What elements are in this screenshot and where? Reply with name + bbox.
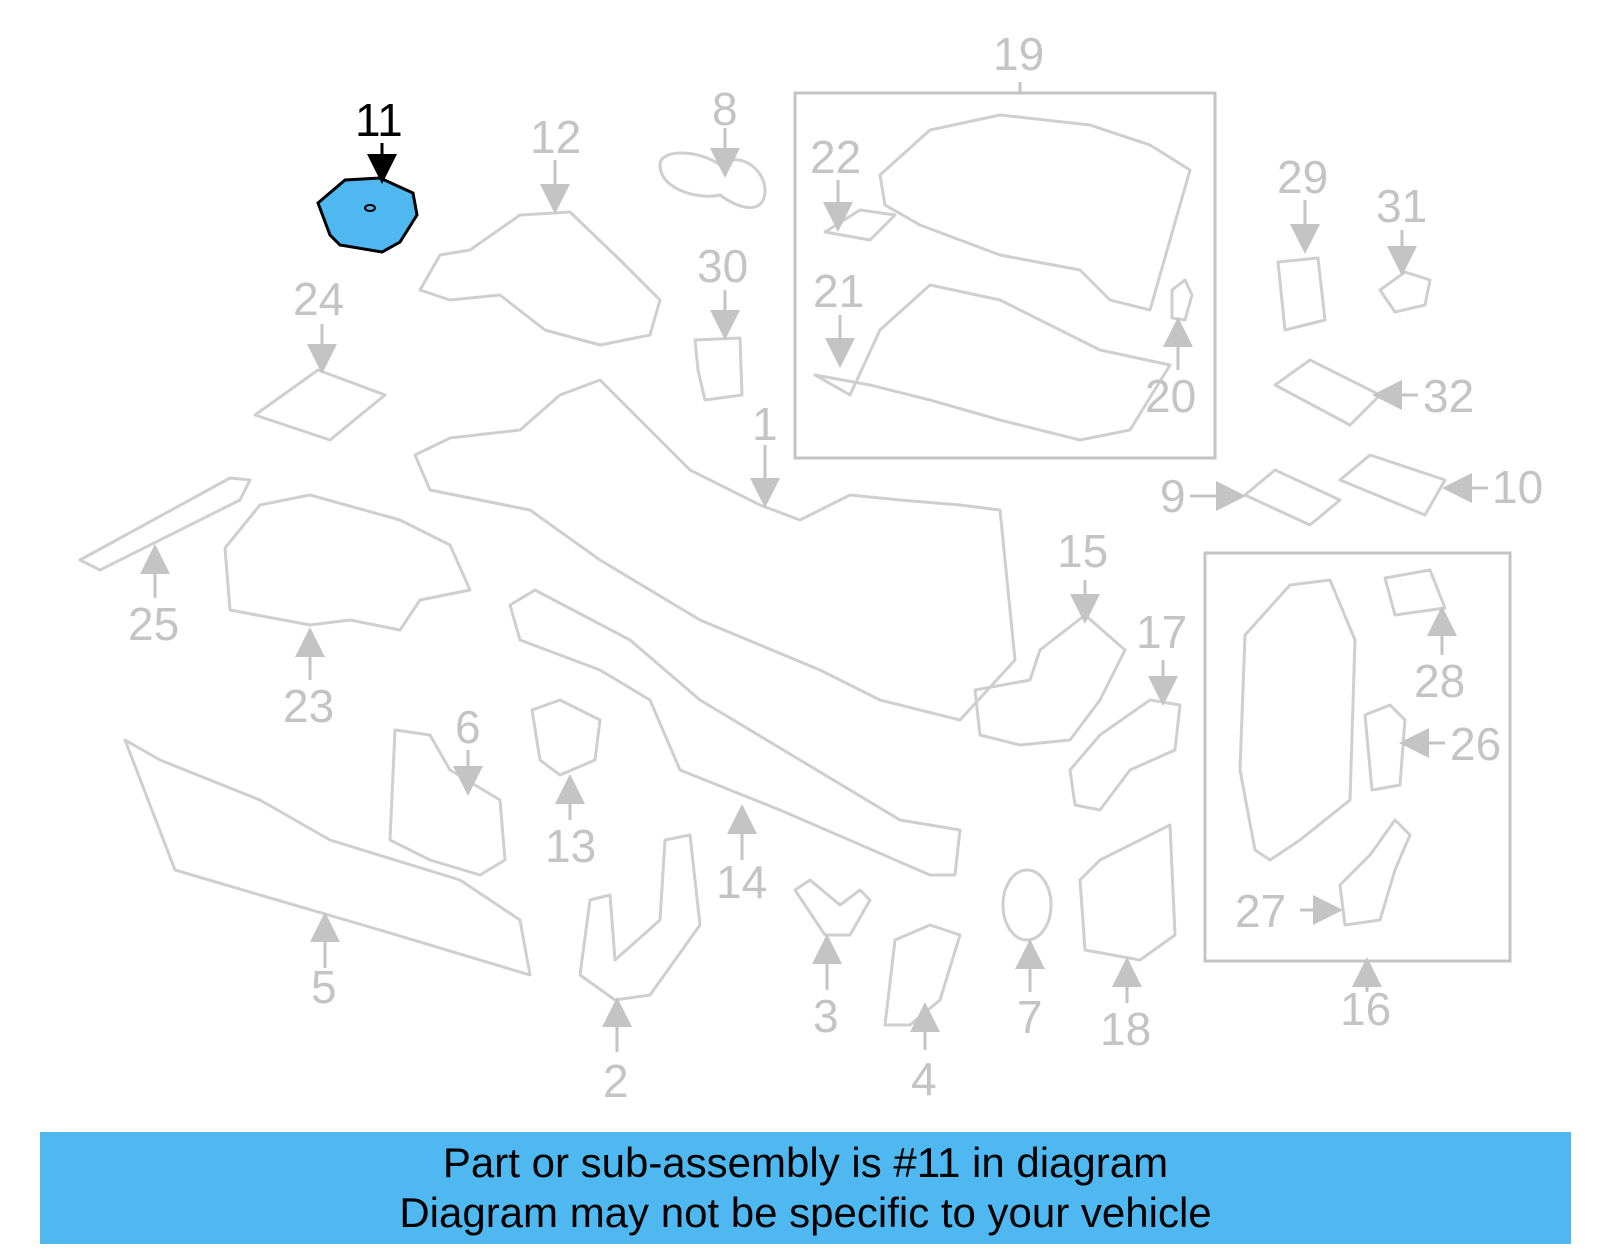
part-27-outline (1338, 818, 1412, 927)
callout-29: 29 (1277, 151, 1328, 203)
callout-11: 11 (355, 94, 403, 146)
callout-9: 9 (1160, 470, 1186, 522)
part-24-outline (253, 368, 387, 442)
part-4-outline (883, 923, 962, 1027)
part-6-outline (388, 728, 507, 877)
part-15-outline (973, 613, 1127, 747)
callout-12: 12 (530, 111, 581, 163)
part-30-outline (693, 336, 744, 402)
part-23-outline (223, 493, 472, 632)
parts-diagram: 11 1 2 3 4 5 6 7 8 9 10 12 13 14 15 16 1… (78, 28, 1543, 1107)
group-box-19 (793, 91, 1217, 460)
part-7-outline (1001, 868, 1053, 942)
part-5-outline (123, 738, 532, 977)
banner-line-1: Part or sub-assembly is #11 in diagram (442, 1139, 1169, 1186)
callout-23: 23 (283, 680, 334, 732)
callout-2: 2 (603, 1055, 629, 1107)
callout-6: 6 (455, 701, 481, 753)
callout-20: 20 (1145, 370, 1196, 422)
part-1-console (413, 378, 1017, 722)
callout-27: 27 (1235, 885, 1286, 937)
info-banner: Part or sub-assembly is #11 in diagram D… (40, 1132, 1571, 1244)
callout-16: 16 (1340, 983, 1391, 1035)
part-22-outline (823, 208, 897, 242)
part-12-outline (418, 210, 662, 347)
callout-26: 26 (1450, 718, 1501, 770)
callout-28: 28 (1414, 655, 1465, 707)
callout-17: 17 (1136, 606, 1187, 658)
callout-arrows (140, 82, 1488, 1052)
part-31-outline (1378, 270, 1432, 314)
callout-15: 15 (1057, 525, 1108, 577)
callout-7: 7 (1017, 991, 1043, 1043)
part-18-outline (1078, 823, 1177, 962)
callout-24: 24 (293, 273, 344, 325)
part-8-outline (658, 151, 767, 209)
callout-1: 1 (752, 398, 778, 450)
callout-30: 30 (697, 240, 748, 292)
callout-4: 4 (911, 1053, 937, 1105)
part-20-outline (1170, 278, 1194, 322)
callout-5: 5 (311, 961, 337, 1013)
part-17-outline (1068, 698, 1182, 812)
part-32-outline (1273, 358, 1382, 427)
callout-10: 10 (1492, 461, 1543, 513)
callout-22: 22 (810, 131, 861, 183)
callout-25: 25 (128, 598, 179, 650)
part-9-outline (1243, 468, 1342, 527)
callout-19: 19 (993, 28, 1044, 80)
part-26-outline (1363, 703, 1407, 792)
callout-21: 21 (813, 265, 864, 317)
callout-32: 32 (1423, 370, 1474, 422)
callout-8: 8 (712, 83, 738, 135)
callout-14: 14 (716, 856, 767, 908)
part-29-outline (1276, 256, 1327, 332)
part-13-outline (530, 698, 602, 777)
part-3-outline (793, 878, 872, 937)
callout-3: 3 (813, 990, 839, 1042)
part-2-outline (578, 833, 702, 1002)
part-10-outline (1338, 453, 1447, 517)
callout-13: 13 (545, 820, 596, 872)
part-19-lid (878, 113, 1192, 312)
callout-31: 31 (1376, 180, 1427, 232)
part-25-outline (78, 476, 252, 572)
part-28-outline (1383, 568, 1447, 617)
part-14-outline (508, 588, 962, 877)
callout-18: 18 (1100, 1003, 1151, 1055)
banner-line-2: Diagram may not be specific to your vehi… (399, 1189, 1212, 1236)
part-11-highlighted[interactable] (316, 143, 419, 254)
part-21-tray (813, 283, 1172, 442)
part-16-panel (1238, 578, 1357, 862)
